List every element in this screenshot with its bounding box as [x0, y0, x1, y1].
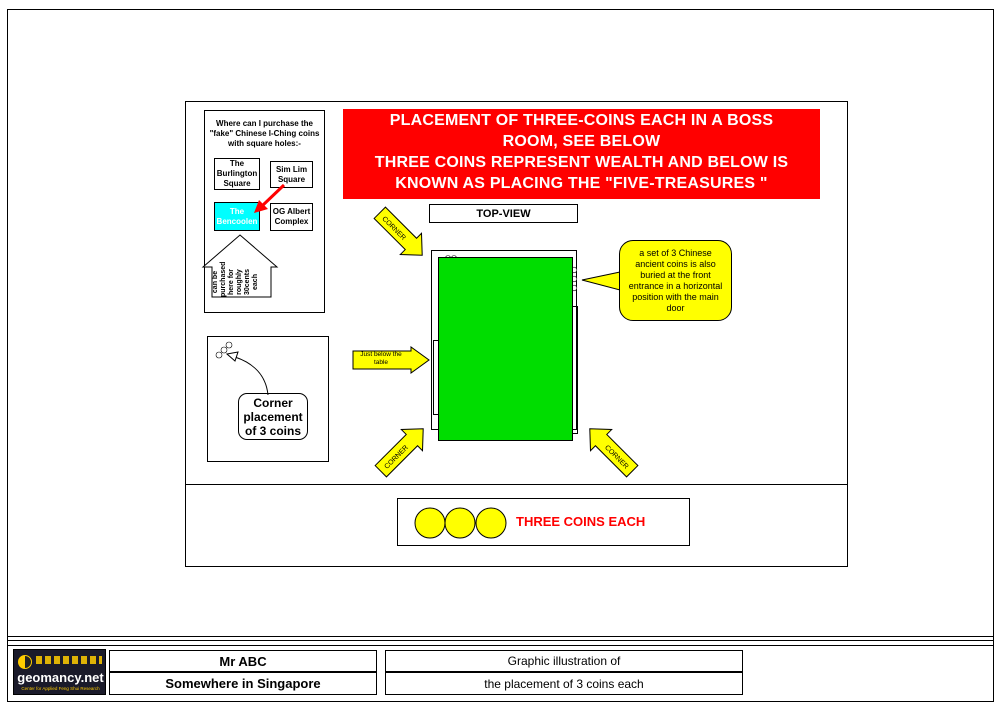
- inset-coins-icon: [215, 341, 233, 359]
- banner-line-1: PLACEMENT OF THREE-COINS EACH IN A BOSS: [389, 112, 774, 129]
- page-border: [7, 9, 994, 702]
- table-arrow-label: Just below the table: [360, 351, 402, 366]
- corner-inset-text: Corner placement of 3 coins: [243, 395, 303, 438]
- up-arrow-shape: [201, 234, 279, 298]
- shop-burlington-label: The Burlington Square: [216, 159, 258, 188]
- footer-rule-3: [7, 645, 994, 646]
- coins-legend: THREE COINS EACH: [397, 498, 690, 546]
- title-banner: PLACEMENT OF THREE-COINS EACH IN A BOSS …: [343, 109, 820, 199]
- footer-rule-1: [7, 636, 994, 637]
- corner-arrow-bottom-right: CORNER: [589, 428, 639, 478]
- footer-rule-2: [7, 640, 994, 641]
- coins-legend-label: THREE COINS EACH: [516, 514, 646, 529]
- shop-og-albert-label: OG Albert Complex: [272, 207, 311, 226]
- shop-bencoolen-label: The Bencoolen: [216, 206, 258, 226]
- shop-burlington: The Burlington Square: [214, 158, 260, 190]
- drawing-divider: [185, 484, 848, 485]
- red-pointer-arrow: [254, 183, 286, 213]
- corner-inset-label: Corner placement of 3 coins: [238, 393, 308, 440]
- question-line-2: "fake" Chinese I-Ching coins: [209, 129, 320, 138]
- banner-line-3: THREE COINS REPRESENT WEALTH AND BELOW I…: [374, 154, 789, 171]
- logo-chinese-mark: [36, 656, 102, 664]
- shop-bencoolen: The Bencoolen: [214, 202, 260, 231]
- corner-arrow-top-left: CORNER: [373, 206, 423, 256]
- purchase-arrow-text-wrap: can be purchased here for roughly 30cent…: [212, 261, 272, 297]
- question-line-3: with square holes:-: [228, 139, 301, 148]
- callout-text: a set of 3 Chinese ancient coins is also…: [628, 247, 723, 313]
- purchase-arrow-text: can be purchased here for roughly 30cent…: [212, 261, 259, 297]
- top-view-text: TOP-VIEW: [476, 207, 531, 220]
- inset-curved-arrow: [225, 351, 269, 396]
- banner-line-4: KNOWN AS PLACING THE "FIVE-TREASURES ": [395, 175, 768, 192]
- coins-icon: [414, 507, 507, 539]
- client-name: Mr ABC: [219, 653, 267, 669]
- location-cell: Somewhere in Singapore: [109, 672, 377, 695]
- callout-bubble: a set of 3 Chinese ancient coins is also…: [619, 240, 732, 321]
- client-name-cell: Mr ABC: [109, 650, 377, 672]
- drawing-frame: [185, 101, 848, 567]
- green-table: [438, 257, 573, 441]
- desc-cell-1: Graphic illustration of: [385, 650, 743, 672]
- corner-arrow-bottom-left: CORNER: [374, 428, 424, 478]
- purchase-panel: Where can I purchase the "fake" Chinese …: [201, 110, 325, 313]
- shop-sim-lim-label: Sim Lim Square: [275, 164, 308, 184]
- location: Somewhere in Singapore: [165, 676, 321, 691]
- description-line-1: Graphic illustration of: [507, 654, 621, 668]
- corner-inset-panel: Corner placement of 3 coins: [207, 336, 329, 462]
- logo-yin-yang-icon: [18, 655, 32, 669]
- banner-line-2: ROOM, SEE BELOW: [502, 133, 661, 150]
- top-view-label: TOP-VIEW: [429, 204, 578, 223]
- table-arrow: [352, 346, 430, 374]
- logo-subtext: Center for Applied Feng Shui Research: [21, 686, 100, 691]
- shop-og-albert: OG Albert Complex: [270, 203, 313, 231]
- desc-cell-2: the placement of 3 coins each: [385, 672, 743, 695]
- question-line-1: Where can I purchase the: [216, 119, 313, 128]
- shop-sim-lim: Sim Lim Square: [270, 161, 313, 188]
- logo: geomancy.net Center for Applied Feng Shu…: [13, 649, 106, 695]
- description-line-2: the placement of 3 coins each: [484, 676, 644, 691]
- logo-text: geomancy.net: [17, 670, 104, 685]
- purchase-question: Where can I purchase the "fake" Chinese …: [207, 119, 322, 149]
